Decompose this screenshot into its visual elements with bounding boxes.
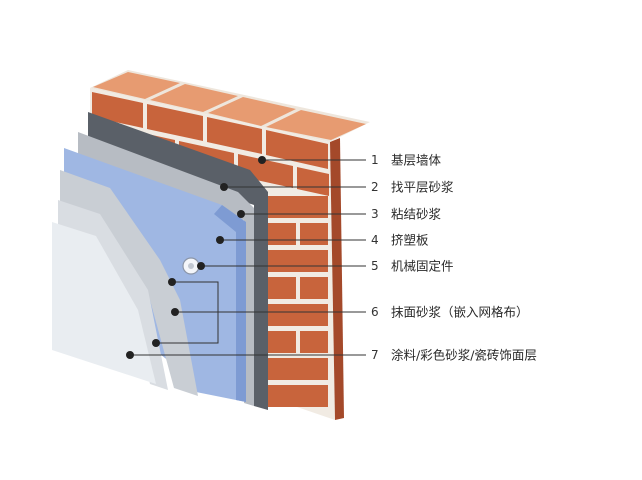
leader-marker bbox=[258, 156, 266, 164]
brick bbox=[266, 223, 296, 245]
leader-marker bbox=[171, 308, 179, 316]
leader-lines bbox=[126, 156, 366, 359]
layer-label: 基层墙体 bbox=[391, 153, 442, 168]
layer-label: 找平层砂浆 bbox=[391, 180, 454, 195]
layer-label: 抹面砂浆（嵌入网格布） bbox=[391, 305, 529, 320]
brick bbox=[266, 358, 328, 380]
layer-number: 3 bbox=[371, 207, 379, 221]
brick bbox=[300, 277, 328, 299]
brick bbox=[147, 104, 203, 141]
adhesive-mortar-layer bbox=[78, 132, 254, 406]
leader-marker bbox=[152, 339, 160, 347]
layer-number: 1 bbox=[371, 153, 379, 167]
brick-wall-side bbox=[330, 138, 344, 420]
brick bbox=[300, 331, 328, 353]
xps-board-edge bbox=[214, 205, 246, 402]
brick bbox=[266, 196, 328, 218]
brick-top-2 bbox=[150, 84, 238, 112]
brick bbox=[300, 223, 328, 245]
leader-marker bbox=[216, 236, 224, 244]
leader-marker bbox=[197, 262, 205, 270]
brick bbox=[266, 304, 328, 326]
leader-marker bbox=[220, 183, 228, 191]
brick bbox=[266, 331, 296, 353]
brick bbox=[266, 250, 328, 272]
layer-label: 粘结砂浆 bbox=[391, 207, 442, 222]
layer-label: 挤塑板 bbox=[391, 233, 429, 248]
brick bbox=[266, 277, 296, 299]
finish-coat-layer bbox=[52, 222, 156, 384]
leader-marker bbox=[168, 278, 176, 286]
layer-label: 机械固定件 bbox=[391, 259, 454, 274]
brick bbox=[207, 117, 262, 154]
layer-number: 6 bbox=[371, 305, 379, 319]
layer-number: 2 bbox=[371, 180, 379, 194]
layer-number: 4 bbox=[371, 233, 379, 247]
brick bbox=[238, 154, 293, 188]
brick-top-3 bbox=[208, 97, 296, 126]
brick bbox=[266, 385, 328, 407]
layer-number: 5 bbox=[371, 259, 379, 273]
leader-marker bbox=[126, 351, 134, 359]
leader-marker bbox=[237, 210, 245, 218]
layer-number: 7 bbox=[371, 348, 379, 362]
layer-label: 涂料/彩色砂浆/瓷砖饰面层 bbox=[391, 348, 537, 363]
brick bbox=[266, 130, 328, 169]
brick-top-1 bbox=[93, 72, 180, 99]
brick-top-4 bbox=[266, 110, 366, 140]
anchor-fixing bbox=[182, 257, 200, 275]
brick bbox=[297, 167, 329, 196]
